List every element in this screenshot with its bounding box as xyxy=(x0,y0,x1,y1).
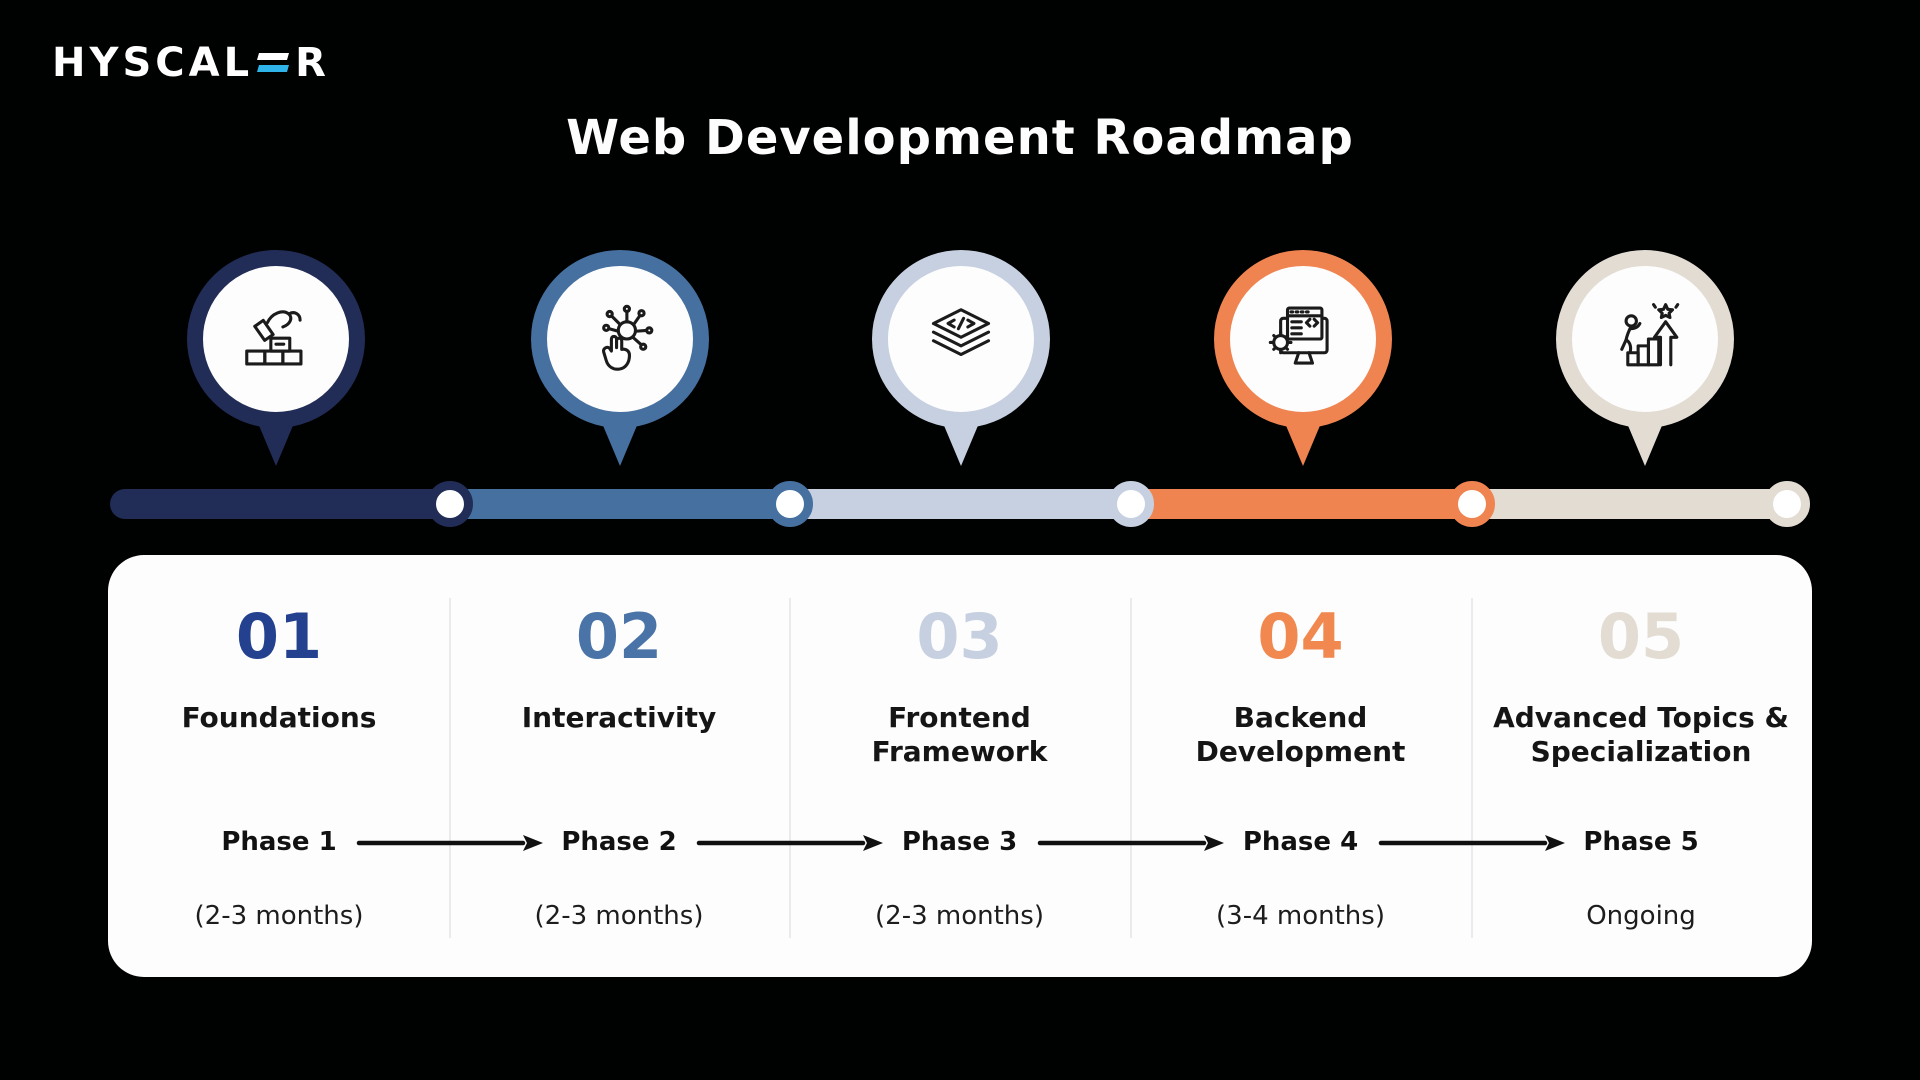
phase-label: Phase 3 xyxy=(901,827,1018,857)
phase-label: Phase 4 xyxy=(1242,827,1359,857)
timeline-segment-2 xyxy=(450,489,790,519)
phase-title: Frontend Framework xyxy=(871,701,1048,768)
logo-text-prefix: HYSCAL xyxy=(52,40,254,86)
timeline-dot-2 xyxy=(767,481,813,527)
column-divider xyxy=(449,598,451,938)
phase-number: 04 xyxy=(1257,600,1344,673)
phase-title: Foundations xyxy=(181,701,377,734)
phase-title: Advanced Topics & Specialization xyxy=(1493,701,1789,768)
phase-number: 03 xyxy=(916,600,1003,673)
phase-number: 05 xyxy=(1597,600,1685,673)
touch-interaction-icon xyxy=(602,304,654,371)
marker-circle xyxy=(531,250,709,428)
arrow-phase3-to-phase4 xyxy=(1037,835,1224,851)
phase-column-3: 03 Frontend Framework Phase 3 (2-3 month… xyxy=(790,555,1129,977)
column-divider xyxy=(1130,598,1132,938)
logo-stylized-e-icon xyxy=(256,47,292,79)
page-title: Web Development Roadmap xyxy=(566,110,1354,166)
phase-duration: (2-3 months) xyxy=(875,901,1044,931)
arrow-phase4-to-phase5 xyxy=(1378,835,1565,851)
marker-circle xyxy=(872,250,1050,428)
phase-column-4: 04 Backend Development Phase 4 (3-4 mont… xyxy=(1131,555,1470,977)
timeline-segment-5 xyxy=(1472,489,1800,519)
phase-label: Phase 5 xyxy=(1583,827,1699,857)
backend-monitor-icon xyxy=(1268,306,1329,365)
phase-duration: (2-3 months) xyxy=(194,901,364,931)
growth-steps-icon xyxy=(1620,303,1680,367)
phases-card: 01 Foundations Phase 1 (2-3 months) 02 I… xyxy=(108,555,1812,977)
milestone-marker-4 xyxy=(1214,250,1392,480)
phase-column-5: 05 Advanced Topics & Specialization Phas… xyxy=(1472,555,1810,977)
milestone-marker-2 xyxy=(531,250,709,480)
phase-duration: Ongoing xyxy=(1586,901,1696,931)
marker-circle xyxy=(1214,250,1392,428)
phase-number: 01 xyxy=(235,600,323,673)
brick-foundation-icon xyxy=(245,310,303,366)
timeline-segment-3 xyxy=(790,489,1131,519)
code-layers-icon xyxy=(931,308,991,357)
timeline-dot-4 xyxy=(1449,481,1495,527)
timeline-dot-5 xyxy=(1764,481,1810,527)
phase-title: Interactivity xyxy=(521,701,717,734)
marker-circle xyxy=(187,250,365,428)
phase-label: Phase 1 xyxy=(221,827,337,857)
phase-number: 02 xyxy=(575,600,663,673)
logo-text-suffix: R xyxy=(295,40,330,86)
timeline-dot-3 xyxy=(1108,481,1154,527)
phase-title: Backend Development xyxy=(1195,701,1406,768)
marker-circle xyxy=(1556,250,1734,428)
milestone-marker-5 xyxy=(1556,250,1734,480)
column-divider xyxy=(789,598,791,938)
phase-duration: (3-4 months) xyxy=(1216,901,1385,931)
milestone-marker-3 xyxy=(872,250,1050,480)
timeline-segment-1 xyxy=(110,489,450,519)
arrow-phase2-to-phase3 xyxy=(696,835,883,851)
milestone-marker-1 xyxy=(187,250,365,480)
timeline-segment-4 xyxy=(1131,489,1472,519)
arrow-phase1-to-phase2 xyxy=(356,835,543,851)
column-divider xyxy=(1471,598,1473,938)
phase-column-2: 02 Interactivity Phase 2 (2-3 months) xyxy=(450,555,788,977)
phase-duration: (2-3 months) xyxy=(534,901,704,931)
phase-column-1: 01 Foundations Phase 1 (2-3 months) xyxy=(110,555,448,977)
timeline-dot-1 xyxy=(427,481,473,527)
hyscaler-logo: HYSCAL R xyxy=(52,40,330,86)
phase-label: Phase 2 xyxy=(561,827,677,857)
